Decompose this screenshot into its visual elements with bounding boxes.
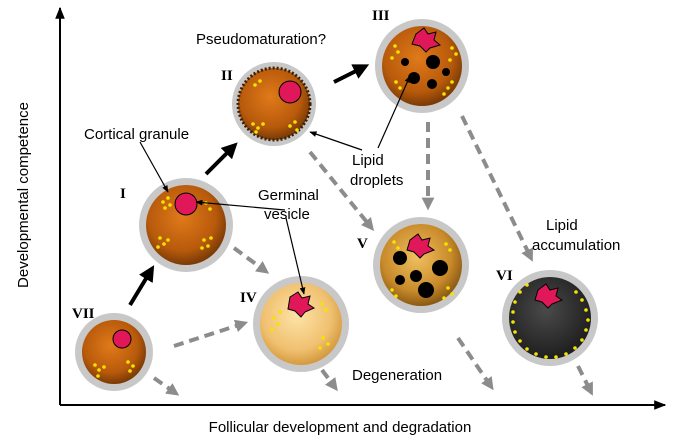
- stage-label-i: I: [120, 186, 126, 202]
- nucleus: [174, 192, 198, 216]
- label-cortical-granule: Cortical granule: [84, 126, 189, 143]
- oocyte-v: V: [357, 217, 469, 313]
- axes: Follicular development and degradation D…: [15, 6, 667, 436]
- stage-label-iv: IV: [240, 290, 257, 306]
- label-lipid-droplets-line2: droplets: [350, 172, 403, 189]
- oocyte-iv: IV: [240, 276, 349, 372]
- arrow-i-to-ii: [204, 142, 238, 176]
- germinal-vesicle: [534, 283, 564, 309]
- arrow-i-to-iv: [232, 246, 270, 274]
- stage-label-vi: VI: [496, 268, 513, 284]
- label-germinal-vesicle-line2: vesicle: [264, 206, 310, 223]
- label-lipid-accumulation-line2: accumulation: [532, 237, 620, 254]
- label-germinal-vesicle-line1: Germinal: [258, 187, 319, 204]
- arrow-vi-degenerate: [576, 365, 593, 396]
- label-pseudomaturation: Pseudomaturation?: [196, 31, 326, 48]
- nucleus: [278, 80, 302, 104]
- arrow-vii-to-iv: [173, 319, 249, 348]
- pointer-germinal-vesicle-iv: [285, 217, 306, 295]
- label-lipid-accumulation-line1: Lipid: [546, 217, 578, 234]
- label-lipid-droplets-line1: Lipid: [352, 152, 384, 169]
- oocyte-vii: VII: [72, 306, 153, 391]
- degradation-arrows: [152, 115, 593, 396]
- arrow-vii-to-i: [128, 265, 155, 307]
- stage-label-ii: II: [221, 68, 233, 84]
- nucleus: [112, 329, 132, 349]
- stage-label-vii: VII: [72, 306, 95, 322]
- germinal-vesicle: [406, 233, 436, 259]
- annotations: Pseudomaturation? Cortical granule Germi…: [84, 31, 620, 384]
- callout-lines: [139, 75, 411, 295]
- oocyte-ii: II: [221, 62, 316, 146]
- y-axis-label: Developmental competence: [15, 102, 32, 288]
- arrow-iii-to-vi: [460, 115, 533, 262]
- arrow-vii-degenerate: [152, 376, 180, 396]
- stage-label-iii: III: [372, 8, 390, 24]
- germinal-vesicle: [287, 291, 316, 318]
- peripheral-granules: [511, 283, 590, 359]
- arrow-v-degenerate: [456, 336, 494, 391]
- progression-arrows: [128, 64, 370, 307]
- stage-label-v: V: [357, 236, 368, 252]
- pointer-cortical-granule: [139, 141, 169, 193]
- arrow-iv-degenerate: [320, 368, 338, 392]
- oocyte-i: I: [120, 178, 233, 272]
- oocyte-iii: III: [372, 8, 469, 113]
- x-axis-label: Follicular development and degradation: [209, 419, 472, 436]
- pointer-germinal-vesicle-i: [195, 199, 286, 211]
- arrow-ii-to-iii: [333, 64, 370, 84]
- lipid-droplets: [401, 55, 450, 89]
- lipid-droplets: [393, 251, 448, 298]
- germinal-vesicle: [411, 27, 442, 53]
- pointer-lipid-droplets-ii: [309, 131, 363, 151]
- oocyte-vi: VI: [496, 268, 598, 366]
- pointer-lipid-droplets-iii: [377, 75, 411, 149]
- label-degeneration: Degeneration: [352, 367, 442, 384]
